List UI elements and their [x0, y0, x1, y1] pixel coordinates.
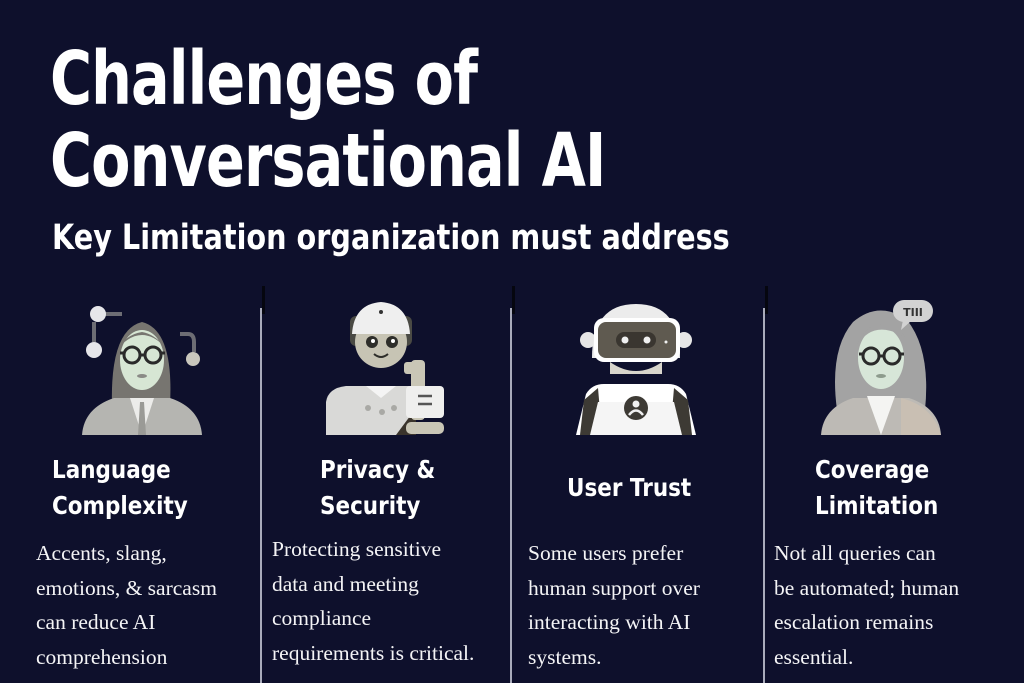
- column-divider: [763, 286, 768, 683]
- challenge-title: Privacy & Security: [320, 455, 436, 520]
- woman-with-network-nodes-icon: [82, 306, 202, 435]
- speech-bubble-text: TIII: [903, 306, 923, 319]
- challenge-card-user-trust: User Trust Some users prefer human suppo…: [512, 290, 763, 683]
- title-line-1: Challenges of: [50, 36, 478, 122]
- security-agent-with-key-icon: [326, 302, 444, 435]
- page-subtitle: Key Limitation organization must address: [52, 218, 730, 258]
- column-divider: [260, 286, 265, 683]
- challenge-card-privacy-security: Privacy & Security Protecting sensitive …: [262, 290, 510, 683]
- challenge-title: User Trust: [567, 473, 692, 502]
- challenge-title: Language Complexity: [52, 455, 188, 520]
- challenge-description: Not all queries can be automated; human …: [774, 541, 960, 669]
- robot-assistant-icon: [575, 304, 696, 435]
- challenge-description: Some users prefer human support over int…: [528, 541, 700, 669]
- column-divider: [510, 286, 515, 683]
- challenge-card-coverage-limitation: TIII Coverage Limitation Not all queries…: [765, 290, 1024, 683]
- challenge-description: Accents, slang, emotions, & sarcasm can …: [36, 541, 217, 669]
- challenge-title: Coverage Limitation: [815, 455, 939, 520]
- challenge-card-language-complexity: Language Complexity Accents, slang, emot…: [0, 290, 260, 683]
- woman-with-speech-bubble-icon: TIII: [821, 300, 941, 435]
- title-line-2: Conversational AI: [50, 118, 606, 204]
- page-title: Challenges of Conversational AI: [50, 36, 606, 204]
- challenge-description: Protecting sensitive data and meeting co…: [272, 537, 475, 665]
